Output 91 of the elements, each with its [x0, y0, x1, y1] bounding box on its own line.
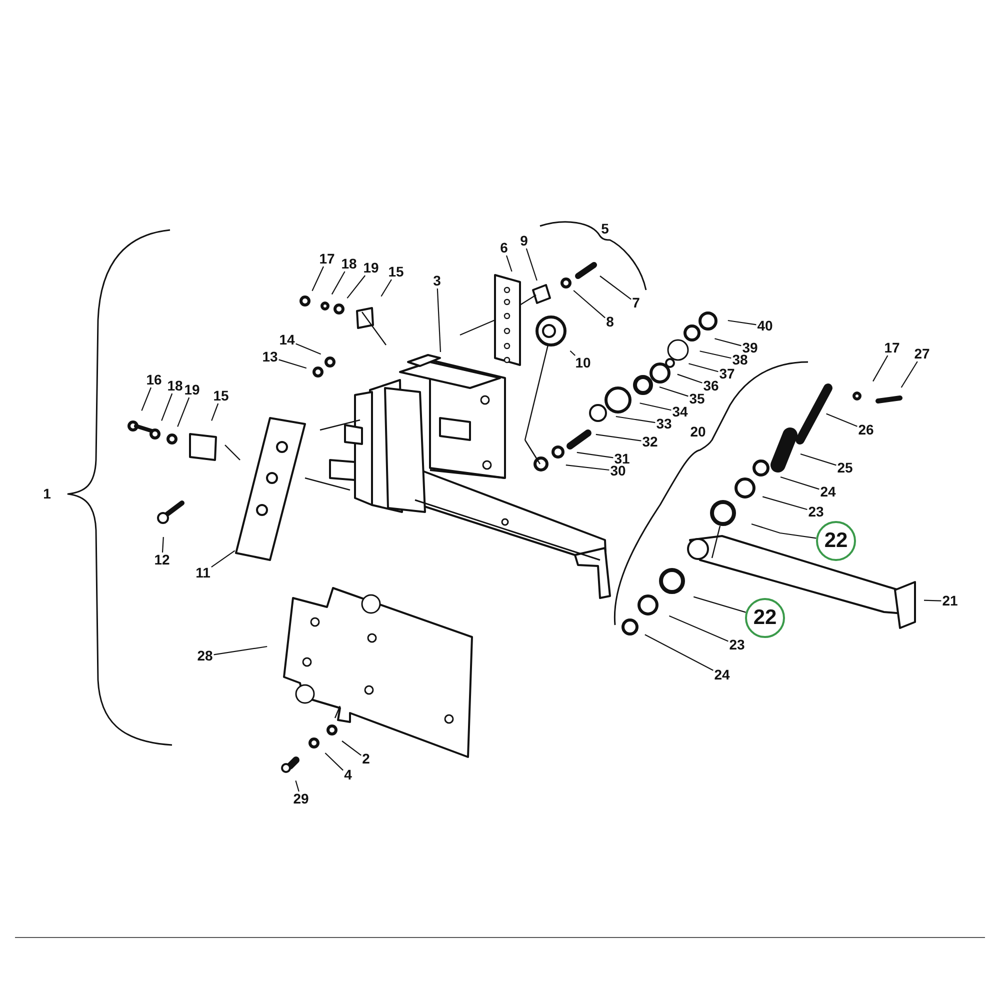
callout-number: 26 — [857, 422, 875, 438]
leader-line — [688, 363, 718, 372]
callout-number: 15 — [387, 264, 405, 280]
leader-line — [312, 266, 324, 292]
leader-line — [346, 275, 366, 299]
leader-line — [141, 387, 152, 411]
leader-line — [161, 393, 173, 421]
callout-number: 13 — [261, 350, 279, 364]
leader-line — [342, 740, 362, 756]
leader-line — [296, 343, 322, 355]
callout-number: 24 — [713, 668, 731, 682]
leader-line — [700, 350, 732, 359]
callout-number: 29 — [292, 792, 310, 806]
leader-line — [162, 536, 164, 553]
circled-callout-number: 22 — [745, 598, 785, 638]
leader-line — [693, 596, 746, 613]
callout-number: 23 — [728, 638, 746, 652]
callout-number: 23 — [807, 504, 825, 520]
callout-number: 25 — [836, 460, 854, 476]
leader-line — [644, 634, 714, 671]
leader-line — [677, 374, 702, 384]
leader-line — [714, 338, 742, 346]
leader-line — [570, 350, 576, 356]
callout-number: 19 — [183, 382, 201, 398]
leader-line — [659, 386, 688, 397]
callout-number: 38 — [731, 352, 749, 368]
leader-line — [780, 476, 820, 490]
callout-number: 6 — [499, 240, 509, 256]
callout-number: 9 — [519, 234, 529, 248]
callout-number: 39 — [741, 340, 759, 356]
callout-number: 19 — [362, 260, 380, 276]
callout-number: 3 — [432, 274, 442, 288]
callout-number: 28 — [196, 648, 214, 664]
callout-number: 35 — [688, 392, 706, 406]
callout-number: 10 — [574, 356, 592, 370]
callout-number: 12 — [153, 552, 171, 568]
leader-line — [278, 359, 307, 369]
leader-line — [900, 361, 918, 388]
leader-line — [211, 550, 236, 568]
callout-number: 31 — [613, 452, 631, 466]
callout-number: 8 — [605, 314, 615, 330]
leader-line — [640, 402, 672, 411]
callout-number: 11 — [194, 566, 212, 580]
leader-line — [566, 464, 610, 471]
callout-number: 2 — [361, 752, 371, 766]
leader-line — [506, 255, 512, 272]
leader-line — [596, 434, 642, 442]
callout-number: 7 — [631, 296, 641, 310]
callout-number: 34 — [671, 404, 689, 420]
callout-number: 4 — [343, 768, 353, 782]
callout-number: 17 — [883, 340, 901, 356]
leader-line — [576, 452, 614, 458]
leader-line — [800, 453, 836, 466]
leader-line — [211, 403, 219, 421]
callout-number: 24 — [819, 484, 837, 500]
leader-line — [872, 355, 888, 382]
callout-number: 17 — [318, 252, 336, 266]
leader-line — [295, 780, 300, 792]
leader-line — [573, 290, 606, 318]
circled-callout-number: 22 — [816, 521, 856, 561]
callout-number: 40 — [756, 318, 774, 334]
callout-number: 20 — [690, 424, 706, 440]
callout-number: 30 — [609, 464, 627, 478]
callout-number: 37 — [718, 366, 736, 382]
callout-number: 33 — [655, 416, 673, 432]
leader-line — [380, 279, 392, 297]
callout-number: 15 — [212, 388, 230, 404]
leader-line — [751, 523, 816, 539]
leader-line — [526, 248, 538, 281]
leader-line — [668, 615, 728, 642]
callout-number: 14 — [278, 332, 296, 348]
callout-number: 21 — [941, 594, 959, 608]
callout-number: 36 — [702, 378, 720, 394]
leader-line — [600, 276, 632, 300]
leader-line — [177, 397, 190, 427]
callout-number: 5 — [601, 222, 609, 236]
leader-line — [826, 413, 858, 427]
leader-line — [924, 600, 942, 602]
leader-line — [324, 752, 344, 771]
leader-line — [331, 271, 346, 295]
leader-line — [728, 320, 756, 326]
leader-line — [616, 416, 656, 424]
callout-number: 18 — [340, 256, 358, 272]
callout-number: 27 — [913, 346, 931, 362]
callout-number: 16 — [145, 372, 163, 388]
leader-line — [762, 496, 808, 510]
callout-number: 1 — [43, 486, 51, 502]
callout-number: 18 — [166, 378, 184, 394]
leader-line — [436, 288, 442, 352]
callout-number: 32 — [641, 434, 659, 450]
leader-line — [214, 646, 268, 656]
